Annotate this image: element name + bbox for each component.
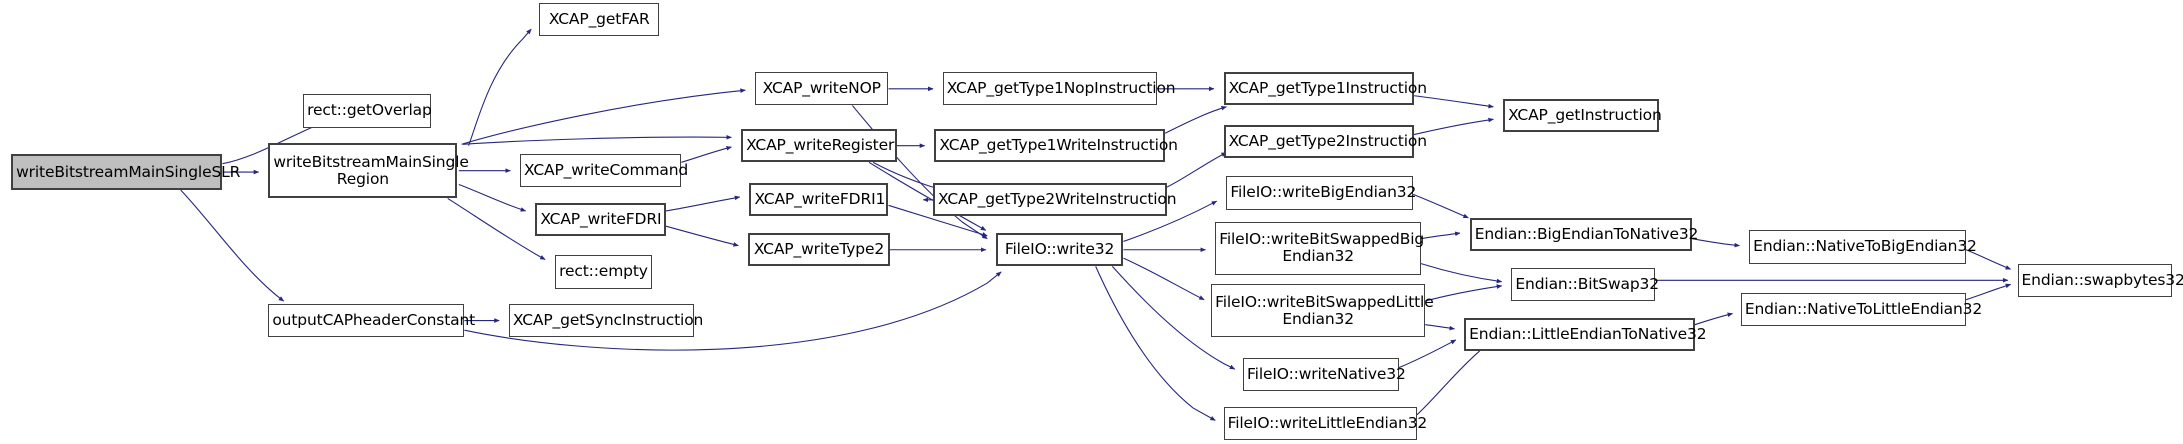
graph-edge-n20-to-n25 [1421, 230, 1461, 239]
graph-node-label: FileIO::write32 [1004, 240, 1115, 259]
graph-edge-n19-to-n25 [1413, 194, 1470, 218]
graph-node-n18[interactable]: XCAP_getType2Instruction [1223, 124, 1427, 159]
graph-node-label: Endian::BitSwap32 [1515, 274, 1659, 293]
graph-node-label: rect::getOverlap [307, 101, 432, 120]
graph-node-n22[interactable]: FileIO::writeNative32 [1243, 357, 1406, 392]
graph-node-n2[interactable]: writeBitstreamMainSingle Region [268, 142, 469, 199]
graph-node-label: Endian::LittleEndianToNative32 [1469, 324, 1707, 343]
graph-node-label: rect::empty [559, 262, 648, 281]
graph-node-label: outputCAPheaderConstant [272, 311, 476, 329]
graph-node-n21[interactable]: FileIO::writeBitSwappedLittle Endian32 [1211, 284, 1434, 338]
graph-edge-n16-to-n21 [1123, 258, 1205, 300]
graph-node-label: writeBitstreamMainSingleSLR [16, 162, 241, 181]
graph-node-label: XCAP_writeFDRI1 [754, 190, 886, 209]
graph-edge-n21-to-n26 [1425, 283, 1503, 301]
graph-node-n13[interactable]: XCAP_getType1NopInstruction [942, 72, 1176, 106]
graph-node-label: XCAP_writeRegister [746, 136, 895, 155]
graph-node-n19[interactable]: FileIO::writeBigEndian32 [1226, 176, 1417, 210]
graph-edge-n17-to-n24 [1414, 96, 1495, 110]
graph-edge-n2-to-n9 [463, 134, 733, 144]
graph-node-label: XCAP_writeType2 [753, 240, 885, 259]
graph-edge-n29-to-n30 [1966, 283, 2012, 299]
graph-node-label: FileIO::writeBigEndian32 [1230, 183, 1417, 202]
graph-node-n1[interactable]: rect::getOverlap [303, 94, 432, 128]
graph-node-label: Endian::NativeToLittleEndian32 [1744, 299, 1983, 318]
graph-edge-n2-to-n6 [448, 198, 546, 259]
graph-edge-n0-to-n7 [181, 190, 285, 301]
graph-node-n30[interactable]: Endian::swapbytes32 [2017, 263, 2183, 297]
graph-node-label: XCAP_getType2Instruction [1228, 132, 1427, 151]
graph-edge-n5-to-n11 [666, 226, 740, 248]
graph-node-n0[interactable]: writeBitstreamMainSingleSLR [11, 154, 241, 191]
graph-node-n16[interactable]: FileIO::write32 [995, 233, 1124, 267]
graph-node-n15[interactable]: XCAP_getType2WriteInstruction [932, 183, 1177, 217]
graph-node-label: Endian::BigEndianToNative32 [1474, 224, 1699, 243]
graph-node-n3[interactable]: XCAP_getFAR [539, 2, 660, 37]
graph-edge-n22-to-n27 [1399, 340, 1457, 368]
graph-node-n27[interactable]: Endian::LittleEndianToNative32 [1464, 317, 1707, 352]
graph-edge-n8-to-n16 [852, 105, 988, 238]
graph-node-label: XCAP_getFAR [548, 9, 650, 28]
graph-node-label: XCAP_getType2WriteInstruction [937, 190, 1177, 209]
graph-node-label: Endian::NativeToBigEndian32 [1753, 237, 1977, 256]
graph-edge-n2-to-n5 [459, 185, 527, 212]
graph-node-label: FileIO::writeNative32 [1247, 365, 1406, 384]
graph-edge-n16-to-n23 [1096, 266, 1216, 420]
graph-node-label: Endian::swapbytes32 [2021, 270, 2183, 289]
graph-node-n20[interactable]: FileIO::writeBitSwappedBig Endian32 [1215, 222, 1425, 275]
graph-node-n23[interactable]: FileIO::writeLittleEndian32 [1223, 406, 1428, 440]
graph-node-n11[interactable]: XCAP_writeType2 [748, 233, 890, 267]
graph-node-n28[interactable]: Endian::NativeToBigEndian32 [1749, 230, 1977, 264]
graph-node-label: XCAP_getType1NopInstruction [946, 79, 1176, 98]
graph-node-label: FileIO::writeLittleEndian32 [1227, 413, 1428, 432]
graph-node-n12[interactable]: XCAP_getSyncInstruction [508, 303, 704, 338]
graph-node-label: XCAP_writeNOP [762, 79, 881, 98]
graph-edge-n20-to-n26 [1421, 264, 1503, 284]
graph-node-label: XCAP_getType1WriteInstruction [939, 136, 1178, 155]
graph-node-n25[interactable]: Endian::BigEndianToNative32 [1469, 217, 1699, 252]
graph-node-label: XCAP_writeCommand [524, 161, 689, 180]
graph-node-label: XCAP_writeFDRI [540, 209, 662, 228]
graph-edge-n5-to-n10 [666, 195, 741, 211]
graph-edge-n2-to-n3 [469, 28, 532, 146]
graph-node-n6[interactable]: rect::empty [554, 255, 653, 289]
graph-edge-n2-to-n8 [462, 87, 747, 144]
graph-node-n29[interactable]: Endian::NativeToLittleEndian32 [1740, 292, 1983, 327]
graph-node-n17[interactable]: XCAP_getType1Instruction [1223, 72, 1427, 106]
graph-node-label: writeBitstreamMainSingle Region [273, 152, 469, 188]
graph-node-n24[interactable]: XCAP_getInstruction [1503, 98, 1662, 132]
graph-node-n14[interactable]: XCAP_getType1WriteInstruction [934, 129, 1178, 163]
graph-node-n10[interactable]: XCAP_writeFDRI1 [749, 183, 889, 217]
graph-node-label: FileIO::writeBitSwappedBig Endian32 [1219, 230, 1425, 266]
graph-node-label: XCAP_getInstruction [1508, 105, 1662, 124]
graph-node-label: FileIO::writeBitSwappedLittle Endian32 [1215, 292, 1434, 328]
graph-node-n9[interactable]: XCAP_writeRegister [741, 129, 897, 163]
graph-node-n7[interactable]: outputCAPheaderConstant [268, 303, 476, 338]
graph-node-n5[interactable]: XCAP_writeFDRI [535, 202, 666, 236]
graph-edge-n15-to-n18 [1167, 153, 1228, 188]
graph-edge-n27-to-n29 [1695, 312, 1734, 325]
graph-edge-n4-to-n9 [681, 145, 733, 162]
graph-edge-n14-to-n17 [1165, 105, 1228, 133]
graph-edge-n23-to-n27 [1417, 342, 1488, 415]
graph-node-n26[interactable]: Endian::BitSwap32 [1511, 267, 1659, 302]
graph-node-label: XCAP_getType1Instruction [1228, 79, 1427, 98]
graph-edge-n25-to-n28 [1692, 239, 1741, 249]
graph-node-n8[interactable]: XCAP_writeNOP [755, 72, 889, 106]
graph-node-n4[interactable]: XCAP_writeCommand [520, 154, 689, 188]
graph-edge-n21-to-n27 [1425, 325, 1456, 332]
graph-node-label: XCAP_getSyncInstruction [512, 311, 704, 329]
